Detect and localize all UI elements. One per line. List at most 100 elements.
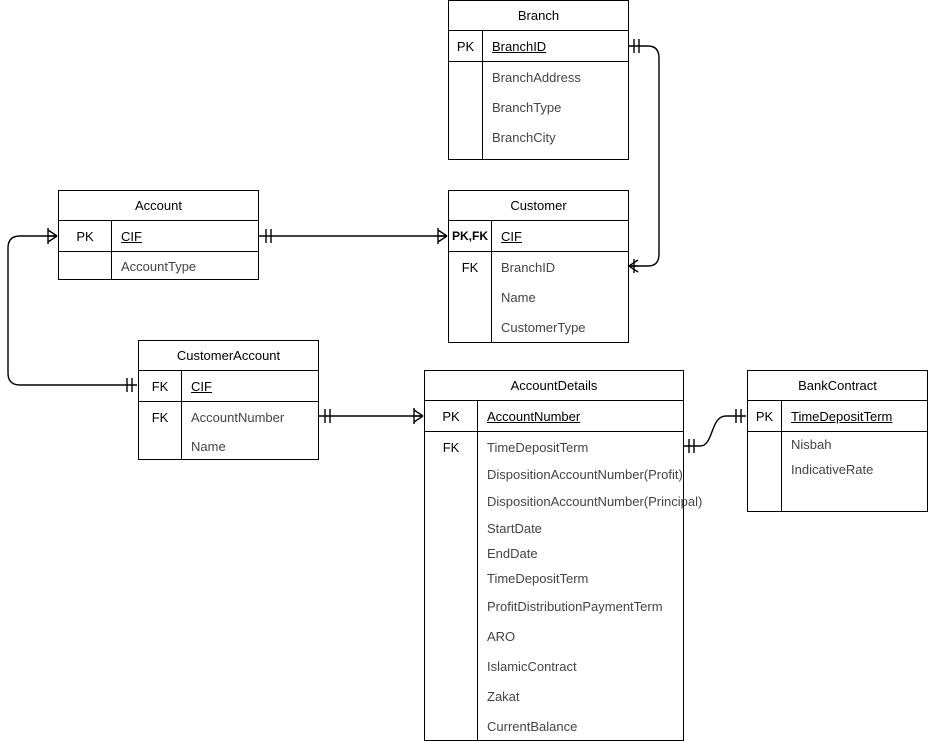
row-attribute: IslamicContract: [487, 658, 577, 674]
entity-body-branch: PK BranchID BranchAddress BranchType Bra…: [449, 31, 628, 160]
row-key: PK: [442, 408, 460, 424]
entity-customeraccount[interactable]: CustomerAccount FK CIF FK AccountNumber …: [138, 340, 319, 460]
table-row[interactable]: Name: [139, 432, 318, 461]
row-key: FK: [442, 439, 460, 455]
table-row[interactable]: IslamicContract: [425, 651, 683, 681]
entity-title-accountdetails: AccountDetails: [425, 371, 683, 401]
row-attribute: Name: [501, 289, 536, 305]
table-row[interactable]: CurrentBalance: [425, 711, 683, 741]
table-row[interactable]: DispositionAccountNumber(Profit): [425, 462, 683, 487]
connector-account-customer: [259, 228, 448, 244]
row-attribute: Name: [191, 439, 226, 454]
row-attribute: EndDate: [487, 546, 538, 561]
entity-account[interactable]: Account PK CIF AccountType: [58, 190, 259, 280]
entity-title-customer: Customer: [449, 191, 628, 221]
table-row[interactable]: PK AccountNumber: [425, 401, 683, 431]
entity-attribute-section: FK BranchID Name CustomerType: [449, 252, 628, 342]
row-attribute: BranchID: [501, 259, 556, 275]
entity-title-bankcontract: BankContract: [748, 371, 927, 401]
table-row[interactable]: TimeDepositTerm: [425, 566, 683, 591]
table-row[interactable]: PK,FK CIF: [449, 221, 628, 251]
table-row[interactable]: PK BranchID: [449, 31, 628, 61]
row-key: FK: [151, 378, 169, 394]
row-attribute: BranchID: [492, 38, 547, 54]
entity-key-section: PK,FK CIF: [449, 221, 628, 252]
row-attribute: BranchType: [492, 99, 562, 115]
entity-key-section: PK AccountNumber: [425, 401, 683, 432]
table-row[interactable]: IndicativeRate: [748, 457, 927, 482]
table-row[interactable]: DispositionAccountNumber(Principal): [425, 487, 702, 516]
row-attribute: IndicativeRate: [791, 462, 874, 477]
connector-branch-customer: [628, 39, 660, 273]
entity-key-section: PK CIF: [59, 221, 258, 252]
row-attribute: TimeDepositTerm: [487, 439, 589, 455]
row-attribute: DispositionAccountNumber(Principal): [487, 494, 703, 509]
entity-branch[interactable]: Branch PK BranchID BranchAddress BranchT…: [448, 0, 629, 160]
entity-key-section: PK BranchID: [449, 31, 628, 62]
row-attribute: BranchCity: [492, 129, 556, 145]
table-row[interactable]: BranchCity: [449, 122, 628, 152]
row-attribute: CustomerType: [501, 319, 586, 335]
row-key: PK: [456, 38, 475, 54]
entity-attribute-section: Nisbah IndicativeRate: [748, 432, 927, 482]
entity-accountdetails[interactable]: AccountDetails PK AccountNumber FK TimeD…: [424, 370, 703, 741]
key-column-divider: [491, 221, 492, 343]
table-row[interactable]: FK BranchID: [449, 252, 628, 282]
key-column-divider: [181, 371, 182, 460]
row-attribute: Nisbah: [791, 437, 832, 452]
row-key: FK: [151, 409, 169, 425]
row-attribute: TimeDepositTerm: [487, 571, 589, 586]
table-row[interactable]: Name: [449, 282, 628, 312]
table-row[interactable]: ARO: [425, 621, 683, 651]
row-attribute: ProfitDistributionPaymentTerm: [487, 598, 663, 614]
row-key: PK: [755, 408, 774, 424]
entity-body-customer: PK,FK CIF FK BranchID Name CustomerType: [449, 221, 628, 343]
table-row[interactable]: FK CIF: [139, 371, 318, 401]
entity-bankcontract[interactable]: BankContract PK TimeDepositTerm Nisbah I…: [747, 370, 928, 512]
entity-attribute-section: FK AccountNumber Name: [139, 402, 318, 461]
table-row[interactable]: StartDate: [425, 516, 683, 541]
table-row[interactable]: CustomerType: [449, 312, 628, 342]
key-column-divider: [477, 401, 478, 741]
table-row[interactable]: Nisbah: [748, 432, 927, 457]
entity-title-account: Account: [59, 191, 258, 221]
entity-customer[interactable]: Customer PK,FK CIF FK BranchID Name: [448, 190, 629, 343]
row-attribute: CIF: [191, 378, 212, 394]
entity-body-customeraccount: FK CIF FK AccountNumber Name: [139, 371, 318, 460]
entity-key-section: FK CIF: [139, 371, 318, 402]
entity-key-section: PK TimeDepositTerm: [748, 401, 927, 432]
row-attribute: Zakat: [487, 688, 520, 704]
row-attribute: CIF: [501, 228, 522, 244]
table-row[interactable]: BranchAddress: [449, 62, 628, 92]
entity-title-customeraccount: CustomerAccount: [139, 341, 318, 371]
key-column-divider: [781, 401, 782, 512]
table-row[interactable]: AccountType: [59, 252, 258, 281]
row-attribute: AccountType: [121, 259, 197, 274]
table-row[interactable]: EndDate: [425, 541, 683, 566]
row-attribute: DispositionAccountNumber(Profit): [487, 467, 683, 482]
row-key: FK: [461, 259, 479, 275]
table-row[interactable]: FK AccountNumber: [139, 402, 318, 432]
table-row[interactable]: Zakat: [425, 681, 683, 711]
table-row[interactable]: FK TimeDepositTerm: [425, 432, 683, 462]
table-row[interactable]: PK CIF: [59, 221, 258, 251]
row-attribute: CurrentBalance: [487, 718, 578, 734]
row-attribute: StartDate: [487, 521, 542, 536]
row-attribute: TimeDepositTerm: [791, 408, 893, 424]
row-key: PK,FK: [452, 229, 488, 243]
row-key: PK: [76, 228, 94, 244]
connector-accountdetails-bankcontract: [684, 409, 746, 453]
row-attribute: AccountNumber: [191, 409, 285, 425]
entity-attribute-section: FK TimeDepositTerm DispositionAccountNum…: [425, 432, 703, 741]
entity-title-branch: Branch: [449, 1, 628, 31]
entity-body-account: PK CIF AccountType: [59, 221, 258, 280]
table-row[interactable]: BranchType: [449, 92, 628, 122]
row-attribute: BranchAddress: [492, 69, 581, 85]
row-attribute: CIF: [121, 228, 142, 244]
row-attribute: AccountNumber: [487, 408, 581, 424]
row-attribute: ARO: [487, 628, 516, 644]
entity-body-bankcontract: PK TimeDepositTerm Nisbah IndicativeRate: [748, 401, 927, 512]
table-row[interactable]: PK TimeDepositTerm: [748, 401, 927, 431]
table-row[interactable]: ProfitDistributionPaymentTerm: [425, 591, 683, 621]
